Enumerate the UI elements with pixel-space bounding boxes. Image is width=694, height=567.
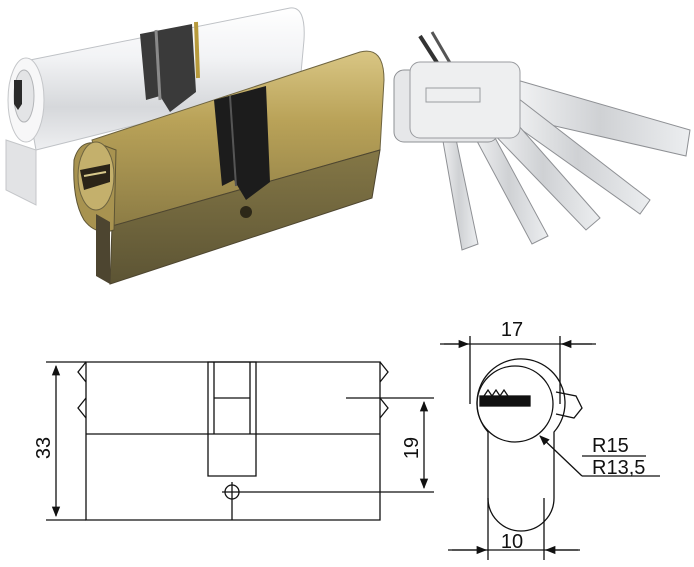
cylinder-body-outline bbox=[85, 361, 381, 521]
product-photo bbox=[5, 7, 691, 285]
keyway bbox=[479, 395, 531, 407]
height-label: 33 bbox=[33, 437, 55, 459]
cam-outline bbox=[207, 361, 257, 477]
offset-label: 19 bbox=[401, 437, 423, 459]
plug-circle bbox=[476, 365, 554, 443]
key-bundle bbox=[393, 31, 691, 251]
front-view-drawing bbox=[46, 361, 434, 521]
radius-leader bbox=[539, 435, 583, 477]
bottom-label: 10 bbox=[501, 531, 523, 553]
radius-outer-label: R15 bbox=[592, 435, 629, 457]
nickel-cylinder bbox=[5, 7, 305, 206]
cylinder-profile-outline bbox=[476, 358, 566, 532]
brass-cylinder bbox=[73, 50, 385, 285]
width-label: 17 bbox=[501, 319, 523, 341]
radius-inner-label: R13,5 bbox=[592, 457, 645, 479]
side-view-drawing bbox=[440, 336, 660, 560]
